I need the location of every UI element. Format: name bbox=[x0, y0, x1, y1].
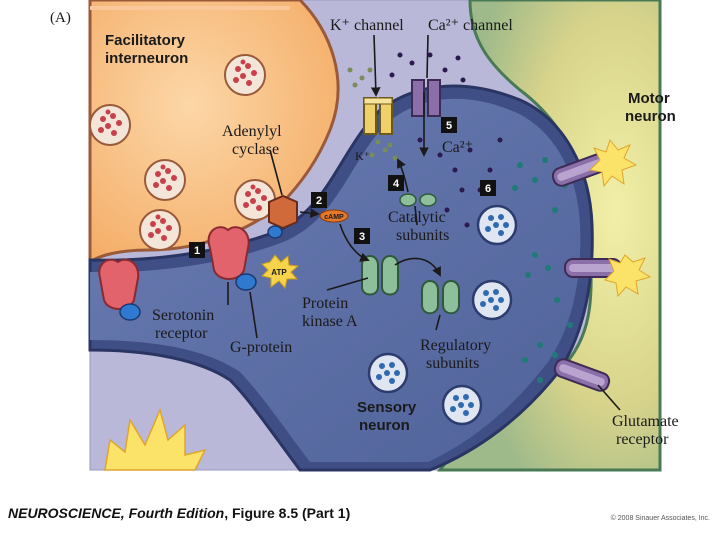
figure-caption: NEUROSCIENCE, Fourth Edition, Figure 8.5… bbox=[8, 505, 350, 521]
catalytic-subunits-label-2: subunits bbox=[396, 227, 449, 244]
svg-text:2: 2 bbox=[316, 195, 322, 207]
receptor-activation-burst bbox=[588, 138, 652, 298]
sensory-vesicle bbox=[471, 279, 513, 321]
interneuron-label: interneuron bbox=[105, 50, 188, 67]
sensory-neuron-cytoplasm bbox=[90, 98, 581, 462]
glutamate-receptor-label-2: receptor bbox=[616, 431, 669, 448]
adenylyl-cyclase bbox=[267, 194, 298, 239]
caption-figure: , Figure 8.5 (Part 1) bbox=[224, 505, 351, 521]
potassium-ions bbox=[347, 67, 398, 161]
k-channel bbox=[363, 97, 393, 135]
serotonin-receptor-inactive bbox=[98, 258, 140, 310]
regulatory-subunits bbox=[421, 280, 460, 315]
serotonin-receptor-label: Serotonin bbox=[152, 307, 214, 324]
camp-molecule bbox=[319, 209, 349, 223]
step-badge-1: 1 bbox=[189, 242, 205, 258]
svg-text:3: 3 bbox=[359, 231, 365, 243]
motor-neuron-label: Motor bbox=[628, 90, 670, 107]
svg-text:5: 5 bbox=[446, 120, 452, 132]
copyright-notice: © 2008 Sinauer Associates, Inc. bbox=[610, 515, 710, 522]
caption-book: NEUROSCIENCE bbox=[8, 505, 121, 521]
atp-burst bbox=[261, 254, 300, 290]
action-potential-burst bbox=[104, 407, 207, 471]
serotonin-receptor-label-2: receptor bbox=[155, 325, 208, 342]
facilitatory-label: Facilitatory bbox=[105, 32, 186, 49]
pka-label-2: kinase A bbox=[302, 313, 358, 330]
step-badge-2: 2 bbox=[311, 192, 327, 208]
regulatory-subunits-label: Regulatory bbox=[420, 337, 491, 354]
step-badge-5: 5 bbox=[441, 117, 457, 133]
sensory-neuron-label-2: neuron bbox=[359, 417, 410, 434]
sensory-vesicle bbox=[441, 384, 483, 426]
interneuron-vesicle bbox=[144, 159, 186, 201]
pka-label: Protein bbox=[302, 295, 348, 312]
k-channel-label: K⁺ channel bbox=[330, 17, 404, 34]
adenylyl-cyclase-label-2: cyclase bbox=[232, 141, 279, 158]
ca-channel-label: Ca²⁺ channel bbox=[428, 17, 513, 34]
released-glutamate bbox=[512, 157, 573, 383]
g-protein-inactive bbox=[119, 303, 141, 321]
ca-ion-label: Ca²⁺ bbox=[442, 139, 473, 156]
adenylyl-cyclase-label: Adenylyl bbox=[222, 123, 282, 140]
sensory-vesicle bbox=[476, 204, 518, 246]
step-badge-3: 3 bbox=[354, 228, 370, 244]
catalytic-subunits bbox=[399, 193, 437, 207]
interneuron-vesicle bbox=[224, 54, 266, 96]
regulatory-subunits-label-2: subunits bbox=[426, 355, 479, 372]
interneuron-vesicle bbox=[89, 104, 131, 146]
camp-label: cAMP bbox=[324, 214, 344, 221]
k-ion-label: K⁺ bbox=[355, 149, 370, 163]
glutamate-receptor-label: Glutamate bbox=[612, 413, 679, 430]
interneuron-vesicle bbox=[139, 209, 181, 251]
pathway-arrows bbox=[227, 34, 621, 411]
calcium-ions bbox=[389, 52, 503, 228]
sensory-neuron-label: Sensory bbox=[357, 399, 417, 416]
panel-label: (A) bbox=[50, 10, 71, 26]
motor-neuron-label-2: neuron bbox=[625, 108, 676, 125]
g-protein-label: G-protein bbox=[230, 339, 292, 356]
step-badge-6: 6 bbox=[480, 180, 496, 196]
ca-channel bbox=[411, 79, 441, 117]
svg-text:6: 6 bbox=[485, 183, 491, 195]
g-protein bbox=[235, 273, 257, 291]
atp-label: ATP bbox=[271, 268, 287, 277]
step-badge-4: 4 bbox=[388, 175, 404, 191]
svg-text:4: 4 bbox=[393, 178, 400, 190]
serotonin-receptor bbox=[207, 226, 250, 280]
sensory-vesicle bbox=[367, 352, 409, 394]
catalytic-subunits-label: Catalytic bbox=[388, 209, 446, 226]
svg-text:1: 1 bbox=[194, 245, 200, 257]
caption-edition: , Fourth Edition bbox=[120, 505, 225, 521]
